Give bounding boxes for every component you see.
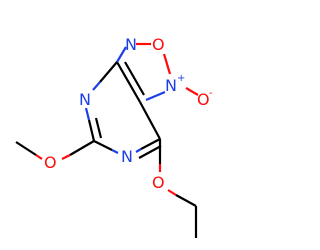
bond-o-methoxy-ch3 bbox=[15, 141, 37, 156]
molecule-canvas: N O N + O - N N O O bbox=[15, 35, 213, 238]
bond-n6-c7-double bbox=[138, 145, 162, 159]
atom-labels: N O N + O - N N O O bbox=[44, 35, 213, 192]
bond-n6-c7 bbox=[140, 138, 161, 150]
bond-c7-c7a bbox=[139, 101, 161, 140]
atom-o-oxadiazole-ring: O bbox=[152, 35, 165, 54]
bond-c3a-c7a bbox=[116, 61, 141, 103]
bond-c3a-n4-n bbox=[92, 81, 101, 91]
bond-c3a-n-top bbox=[116, 46, 127, 63]
atom-n-pyrimidine-bottom: N bbox=[121, 147, 133, 166]
bond-c5-o-methoxy bbox=[69, 140, 95, 156]
bond-c5-n6-n bbox=[111, 149, 119, 154]
bond-n4-c5 bbox=[84, 107, 91, 121]
bond-c3a-n4 bbox=[99, 61, 118, 83]
bond-c5-o-methoxy-o bbox=[61, 154, 71, 160]
atom-n-oxide: N bbox=[165, 76, 177, 95]
bond-n6-c7-n bbox=[135, 148, 142, 153]
bond-n4-c5-double bbox=[94, 117, 103, 139]
bond-o-methoxy-ch3-o bbox=[35, 154, 43, 160]
bond-n-oxide-c7a bbox=[145, 90, 166, 102]
bond-o-ring-n-oxide bbox=[162, 53, 172, 75]
bond-o-ethoxy-ch2-o bbox=[167, 189, 177, 196]
charge-o-oxide-minus: - bbox=[209, 88, 213, 99]
atom-o-ethoxy: O bbox=[152, 173, 165, 192]
bond-c3a-c7a-double bbox=[124, 61, 145, 96]
charge-n-oxide-plus: + bbox=[177, 73, 185, 84]
molecule-structure: N O N + O - N N O O bbox=[15, 35, 213, 238]
bond-c5-n6 bbox=[93, 140, 113, 151]
bond-n-oxide-o bbox=[185, 87, 199, 96]
bond-o-ethoxy-ch2 bbox=[175, 194, 197, 207]
atom-o-methoxy: O bbox=[44, 153, 57, 172]
bonds bbox=[15, 42, 199, 238]
bond-n4-c5-b bbox=[87, 119, 96, 142]
atom-n-pyrimidine-left: N bbox=[79, 90, 91, 109]
atom-o-oxide: O bbox=[197, 90, 210, 109]
atom-n-oxadiazole-top: N bbox=[125, 35, 137, 54]
